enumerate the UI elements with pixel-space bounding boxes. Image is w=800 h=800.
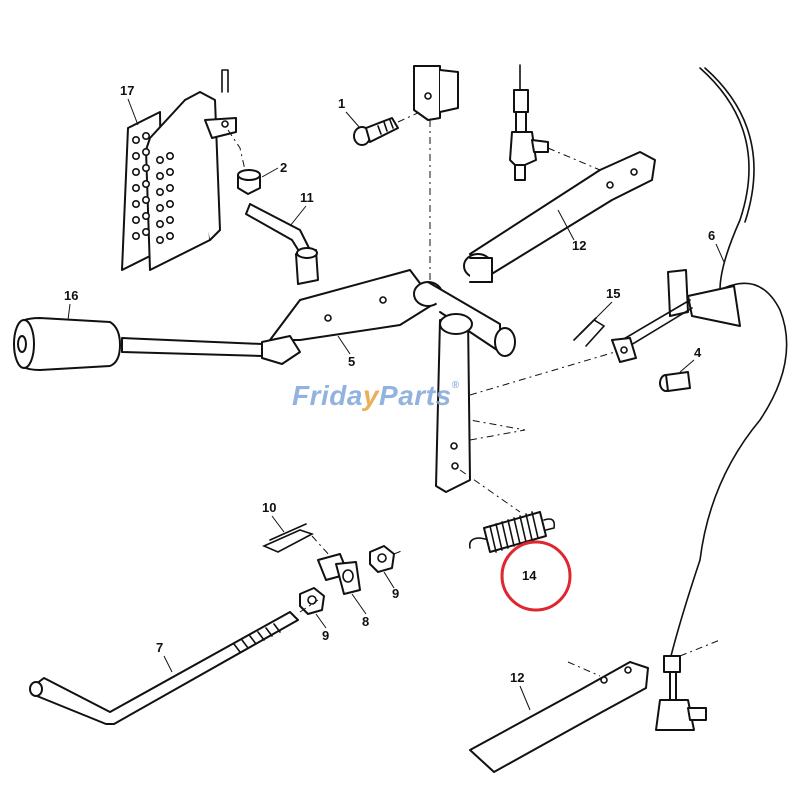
part-8-swivel[interactable] [317, 553, 361, 595]
cable-top-end [509, 64, 549, 181]
callout-9-upper: 9 [392, 586, 399, 601]
watermark-logo: FridayParts® [292, 380, 460, 411]
cable-bottom-end [655, 655, 707, 731]
part-4-pin[interactable] [659, 371, 691, 392]
callout-12-bottom: 12 [510, 670, 524, 685]
callout-14: 14 [522, 568, 537, 583]
part-9-nut-lower[interactable] [299, 587, 325, 615]
bell-crank-lever-arm [435, 313, 473, 493]
callout-11: 11 [300, 190, 314, 205]
part-16-handle[interactable] [13, 317, 301, 371]
callout-9-lower: 9 [322, 628, 329, 643]
part-9-nut-upper[interactable] [369, 545, 395, 573]
part-15-clip[interactable] [573, 317, 606, 347]
callout-2: 2 [280, 160, 287, 175]
callout-15: 15 [606, 286, 620, 301]
callout-1: 1 [338, 96, 345, 111]
part-7-rod[interactable] [29, 611, 299, 725]
part-6-cable[interactable] [621, 67, 788, 661]
highlight-circle-part-14 [500, 540, 572, 612]
callout-10: 10 [262, 500, 276, 515]
part-11-l-pin[interactable] [245, 203, 319, 285]
callout-16: 16 [64, 288, 78, 303]
part-10-hairpin[interactable] [262, 523, 315, 553]
cable-clevis-mid [611, 337, 637, 363]
part-12-upper-arm[interactable] [463, 151, 656, 283]
callout-12-top: 12 [572, 238, 586, 253]
callout-17: 17 [120, 83, 134, 98]
callout-6: 6 [708, 228, 715, 243]
part-1-bolt[interactable] [353, 117, 399, 146]
pedal-pad-holes [132, 132, 175, 245]
part-17-pedal-pad[interactable] [121, 69, 237, 271]
callout-4: 4 [694, 345, 702, 360]
callout-5: 5 [348, 354, 355, 369]
part-12-lower-arm[interactable] [469, 661, 649, 773]
upper-mount-bracket [413, 65, 459, 121]
part-2-nut[interactable] [237, 169, 261, 195]
callout-8: 8 [362, 614, 369, 629]
part-14-spring[interactable] [468, 511, 556, 553]
callout-7: 7 [156, 640, 163, 655]
